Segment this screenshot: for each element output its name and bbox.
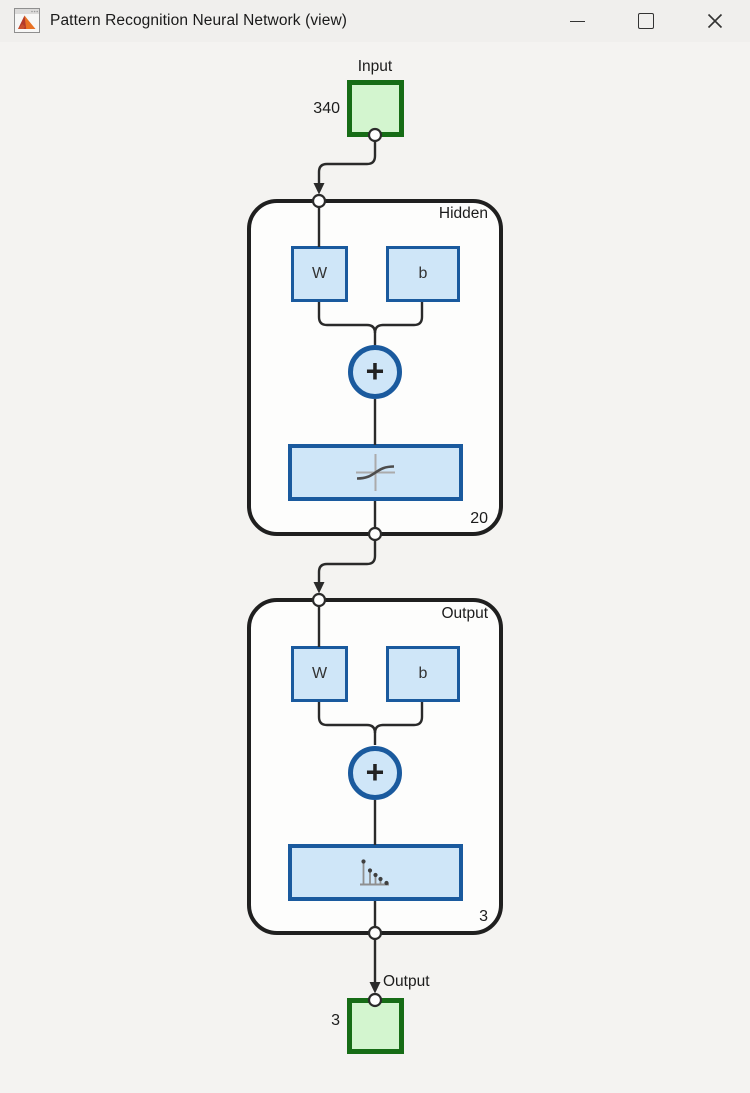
output-block (347, 998, 404, 1054)
input-size: 340 (313, 100, 340, 117)
hidden-bias-block: b (386, 246, 460, 302)
titlebar[interactable]: Pattern Recognition Neural Network (view… (0, 0, 750, 42)
maximize-button[interactable] (623, 0, 669, 42)
arrow-into-output-layer (313, 582, 325, 594)
output-bias-label: b (418, 665, 428, 682)
arrow-into-hidden (313, 183, 325, 195)
input-block (347, 80, 404, 137)
output-size: 3 (331, 1012, 340, 1029)
input-label: Input (357, 58, 393, 75)
window-title: Pattern Recognition Neural Network (view… (50, 12, 347, 29)
minimize-icon (569, 20, 585, 22)
output-layer-size: 3 (479, 908, 488, 925)
hidden-weight-label: W (311, 265, 328, 282)
output-weight-label: W (311, 665, 328, 682)
output-label: Output (383, 973, 430, 990)
window-controls (554, 0, 738, 42)
output-layer-name: Output (441, 605, 488, 622)
output-transfer-block (288, 844, 463, 901)
close-icon (707, 13, 723, 29)
minimize-button[interactable] (554, 0, 600, 42)
output-sum-node: + (348, 746, 402, 800)
close-button[interactable] (692, 0, 738, 42)
plus-icon: + (365, 352, 385, 389)
hidden-transfer-block (288, 444, 463, 501)
hidden-sum-node: + (348, 345, 402, 399)
hidden-bias-label: b (418, 265, 428, 282)
hidden-layer-size: 20 (470, 510, 488, 527)
output-weight-block: W (291, 646, 348, 702)
output-bias-block: b (386, 646, 460, 702)
hidden-layer-name: Hidden (438, 205, 488, 222)
hidden-weight-block: W (291, 246, 348, 302)
arrow-into-output (369, 982, 381, 994)
maximize-icon (638, 13, 654, 29)
plus-icon: + (365, 753, 385, 790)
matlab-logo-icon (14, 8, 40, 33)
